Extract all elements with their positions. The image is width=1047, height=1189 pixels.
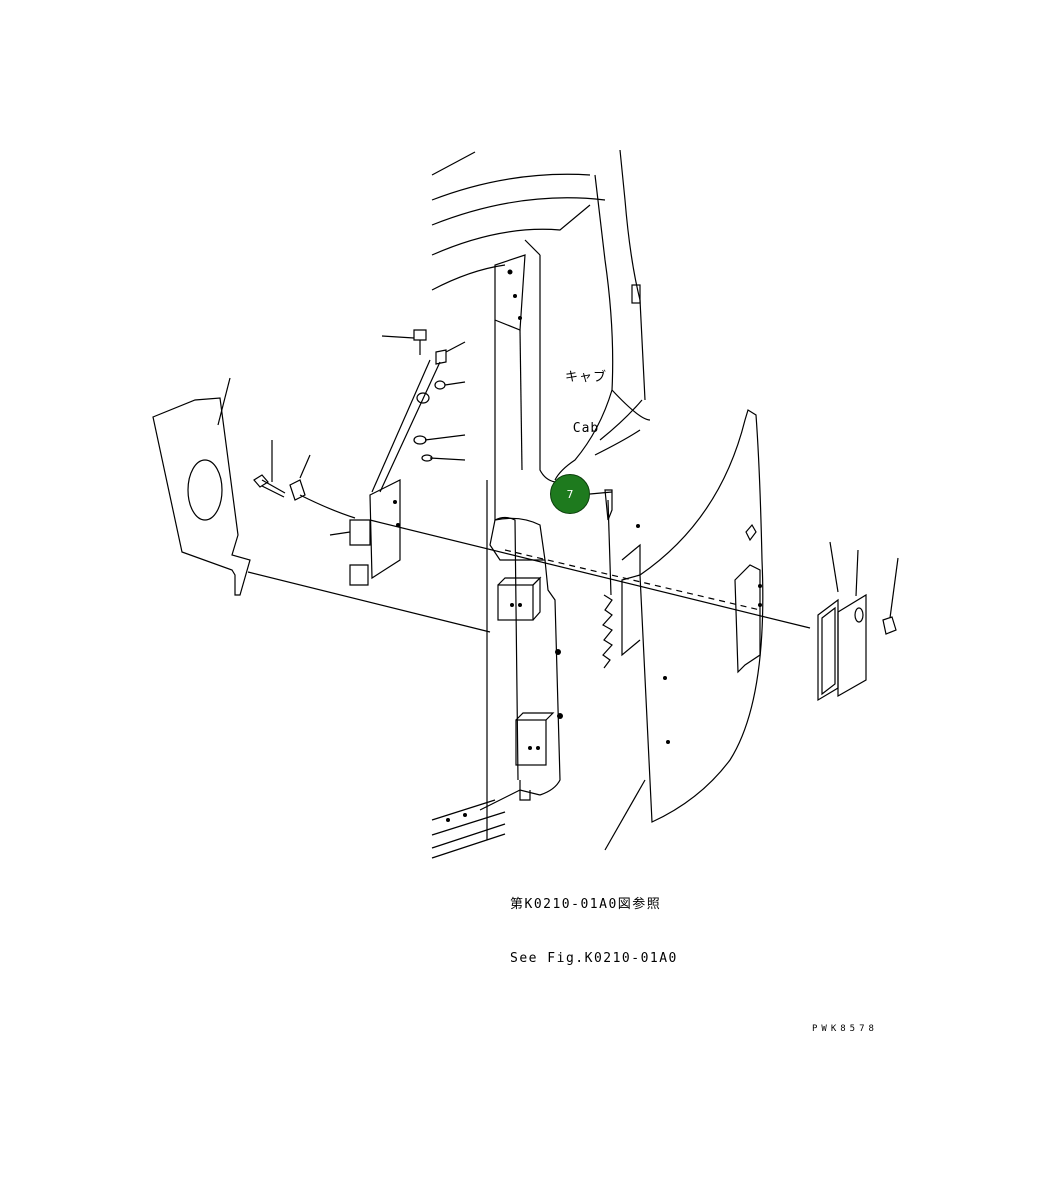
figure-reference: 第K0210-01A0図参照 See Fig.K0210-01A0	[510, 860, 678, 1004]
hinge-bracket	[329, 329, 811, 629]
cab-pillar	[479, 254, 563, 840]
part-callout-7[interactable]: 7	[550, 474, 590, 514]
hidden-line	[504, 549, 761, 611]
cab-window-frame	[524, 149, 651, 483]
side-plate	[152, 377, 491, 633]
bolt-parts	[253, 440, 356, 519]
figure-reference-jp: 第K0210-01A0図参照	[510, 897, 662, 912]
door-panel	[602, 409, 764, 851]
figure-reference-en: See Fig.K0210-01A0	[510, 951, 678, 966]
cab-label-en: Cab	[572, 421, 600, 436]
cab-label-jp: キャブ	[564, 370, 607, 385]
glass-plates	[817, 541, 899, 702]
callout-leader	[589, 491, 613, 495]
cab-floor	[431, 799, 506, 859]
callout-number: 7	[566, 487, 574, 501]
cab-label: キャブ Cab	[556, 335, 616, 471]
cab-roof	[431, 151, 606, 291]
drawing-code: PWK8578	[812, 1024, 878, 1034]
